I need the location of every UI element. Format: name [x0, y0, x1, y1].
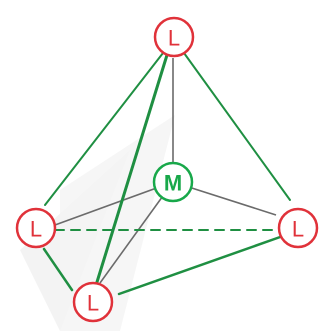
edge-left-front: [42, 247, 74, 292]
edge-top-left: [44, 52, 164, 206]
tetrahedron-edges: [42, 52, 291, 296]
ligand-atom-top: L: [153, 16, 195, 58]
metal-atom: M: [152, 161, 194, 203]
ligand-atom-left: L: [15, 207, 57, 249]
bond-metal-left: [54, 181, 174, 226]
bond-metal-front: [99, 181, 174, 284]
ligand-top-label: L: [168, 26, 180, 51]
ligand-atom-front: L: [72, 281, 114, 323]
metal-label: M: [164, 171, 182, 196]
edge-top-right: [183, 52, 291, 201]
ligand-front-label: L: [87, 291, 99, 316]
ligand-right-label: L: [292, 217, 304, 242]
ligand-atom-right: L: [277, 207, 319, 249]
edge-top-front: [95, 53, 169, 284]
ligand-left-label: L: [30, 217, 42, 242]
edge-right-front: [117, 234, 285, 296]
watermark: [20, 115, 175, 331]
